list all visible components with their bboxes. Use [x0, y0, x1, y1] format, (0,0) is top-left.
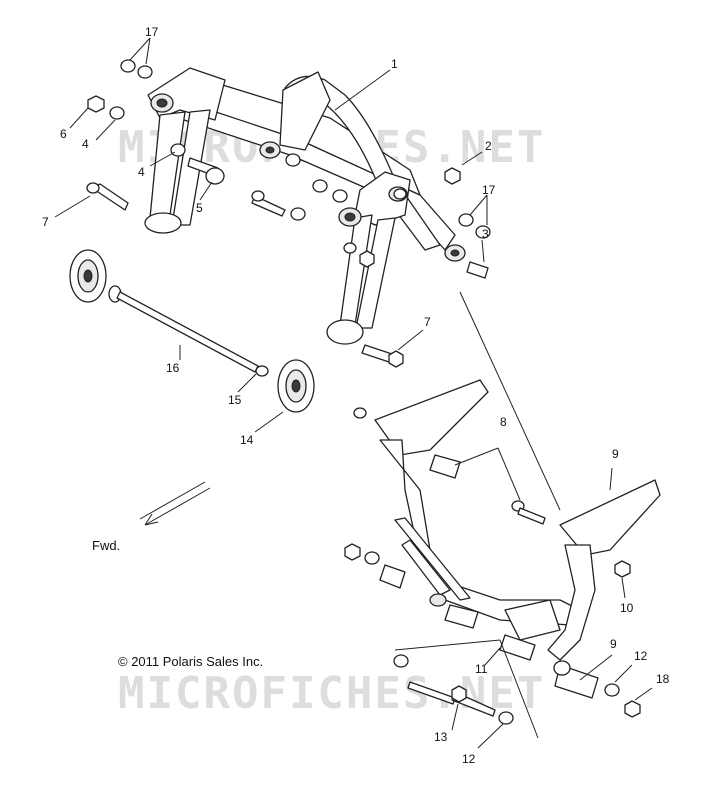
callout-4-a: 4	[82, 137, 89, 151]
callout-1: 1	[391, 57, 398, 71]
callout-9-top: 9	[612, 447, 619, 461]
lower-frame-assembly	[344, 379, 661, 725]
callout-5: 5	[196, 201, 203, 215]
callout-4-b: 4	[138, 165, 145, 179]
watermark-bottom: MICROFICHES.NET	[118, 668, 545, 719]
upper-arm-assembly	[144, 67, 466, 345]
upper-hardware	[86, 59, 491, 368]
callout-12-bottom: 12	[462, 752, 476, 766]
callout-13: 13	[434, 730, 448, 744]
callout-6: 6	[60, 127, 67, 141]
callout-11: 11	[475, 662, 488, 676]
callout-18: 18	[656, 672, 670, 686]
callout-9-bottom: 9	[610, 637, 617, 651]
leader-lines	[54, 37, 653, 749]
callout-8: 8	[500, 415, 507, 429]
callout-10: 10	[620, 601, 634, 615]
callout-7-right: 7	[424, 315, 431, 329]
callout-16: 16	[166, 361, 180, 375]
callout-12-right: 12	[634, 649, 648, 663]
callout-7-left: 7	[42, 215, 49, 229]
idler-wheel-assembly	[69, 249, 315, 413]
callout-2: 2	[485, 139, 492, 153]
arrow-icon	[139, 481, 211, 526]
callout-14: 14	[240, 433, 254, 447]
copyright-text: © 2011 Polaris Sales Inc.	[118, 654, 263, 669]
callouts: 17 1 2 17 3 6 4 4 5 7 7 16 15 14 8 9 10 …	[42, 25, 670, 766]
callout-17-right: 17	[482, 183, 496, 197]
callout-3: 3	[482, 227, 489, 241]
direction-label: Fwd.	[92, 538, 120, 553]
callout-17-top: 17	[145, 25, 159, 39]
callout-15: 15	[228, 393, 242, 407]
